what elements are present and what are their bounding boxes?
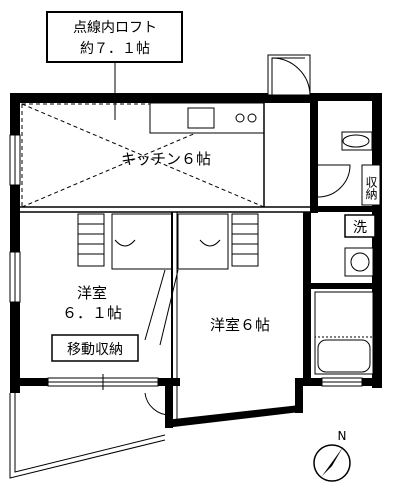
washer-label: 洗 xyxy=(353,220,367,236)
partition-kitchen-rooms xyxy=(20,206,310,213)
loft-note-line2: 約７．１帖 xyxy=(80,41,150,57)
vanity-sink xyxy=(344,247,374,277)
wet-area: 収納 洗 xyxy=(303,93,382,382)
balcony-door xyxy=(144,392,171,416)
sink-icon xyxy=(187,107,215,129)
balcony xyxy=(9,393,166,479)
loft-note: 点線内ロフト 約７．１帖 xyxy=(46,11,183,120)
closet-label: 収納 xyxy=(364,176,378,200)
entrance-door xyxy=(267,54,311,96)
toilet xyxy=(341,131,373,151)
western-room-left-label-2: ６．１帖 xyxy=(62,304,122,322)
movable-storage-label-box: 移動収納 xyxy=(51,334,139,362)
stove-burner-icon xyxy=(235,113,245,123)
loft-ladder-left xyxy=(77,213,105,267)
left-window-bottom xyxy=(9,251,21,303)
western-room-right-label: 洋室６帖 xyxy=(210,316,270,334)
left-window-top xyxy=(9,134,21,186)
bottom-window xyxy=(47,374,159,390)
toilet-door xyxy=(317,164,351,198)
loft-note-line1: 点線内ロフト xyxy=(73,20,157,36)
loft-ladder-right xyxy=(231,213,259,267)
bath-window xyxy=(321,377,363,387)
closet: 収納 xyxy=(361,164,381,206)
kitchen-counter xyxy=(149,102,265,134)
movable-storage-label: 移動収納 xyxy=(67,342,123,358)
washer-space: 洗 xyxy=(344,214,376,238)
room-divider xyxy=(171,212,178,420)
stove-burner-icon xyxy=(247,113,257,123)
compass-icon: N xyxy=(313,429,351,482)
western-room-left-label-1: 洋室 xyxy=(77,284,107,302)
movable-storage-lines xyxy=(144,269,179,346)
bathtub xyxy=(314,291,374,375)
center-closets xyxy=(111,213,229,270)
compass-label: N xyxy=(338,429,347,443)
kitchen-label: キッチン６帖 xyxy=(121,150,211,168)
